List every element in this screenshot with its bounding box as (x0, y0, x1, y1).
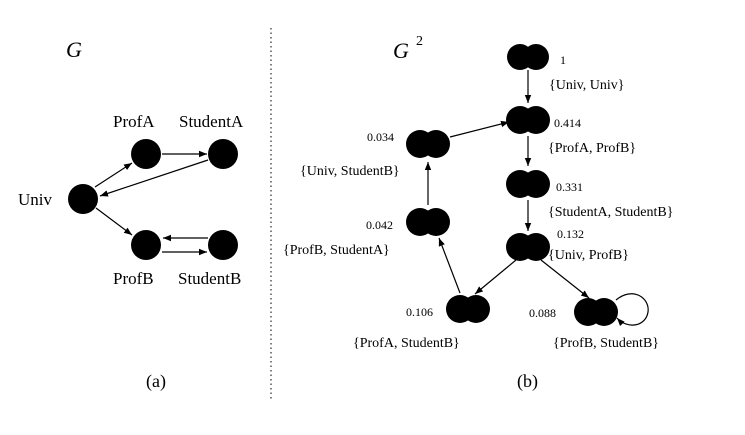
edge-n8-n2 (449, 120, 510, 138)
node-n1 (507, 44, 549, 70)
score-n5: 0.106 (406, 305, 433, 319)
edge-n4-n6 (540, 259, 590, 299)
edge-univ-profb (95, 207, 133, 236)
node-n3 (506, 170, 550, 198)
label-studentb: StudentB (178, 269, 241, 288)
label-n8: {Univ, StudentB} (300, 164, 400, 179)
edge-n4-n5 (474, 259, 517, 295)
label-profb: ProfB (113, 269, 154, 288)
label-n4: {Univ, ProfB} (548, 248, 629, 263)
caption-a: (a) (146, 371, 166, 392)
caption-b: (b) (517, 371, 538, 392)
label-n1: {Univ, Univ} (549, 78, 625, 93)
score-n8: 0.034 (367, 130, 394, 144)
edge-n5-n7 (438, 237, 461, 294)
node-studentb (208, 230, 238, 260)
node-profb (131, 230, 161, 260)
edge-univ-profa (94, 162, 133, 188)
graph-g2-superscript: 2 (416, 34, 423, 49)
graph-g-title: G (66, 37, 82, 62)
graph-g2: G 2 (283, 34, 673, 392)
score-n3: 0.331 (556, 180, 583, 194)
label-studenta: StudentA (179, 112, 244, 131)
edge-studenta-univ (99, 159, 209, 197)
label-univ: Univ (18, 190, 53, 209)
label-profa: ProfA (113, 112, 155, 131)
node-n2 (506, 106, 550, 134)
node-n7 (406, 208, 450, 236)
label-n2: {ProfA, ProfB} (548, 141, 636, 156)
label-n6: {ProfB, StudentB} (553, 336, 659, 351)
node-univ (68, 184, 98, 214)
node-n4 (506, 233, 550, 261)
score-n6: 0.088 (529, 306, 556, 320)
score-n4: 0.132 (557, 227, 584, 241)
node-profa (131, 139, 161, 169)
node-n5 (446, 295, 490, 323)
score-n7: 0.042 (366, 218, 393, 232)
graph-g2-title: G (393, 38, 409, 63)
label-n5: {ProfA, StudentB} (353, 336, 460, 351)
node-studenta (208, 139, 238, 169)
graph-g: G Univ ProfA StudentA ProfB StudentB (a) (18, 37, 244, 392)
label-n3: {StudentA, StudentB} (548, 205, 673, 220)
node-n6 (574, 298, 618, 326)
node-n8 (406, 130, 450, 158)
label-n7: {ProfB, StudentA} (283, 243, 390, 258)
score-n1: 1 (560, 53, 566, 67)
score-n2: 0.414 (554, 116, 581, 130)
edge-n6-self-loop (615, 293, 649, 327)
